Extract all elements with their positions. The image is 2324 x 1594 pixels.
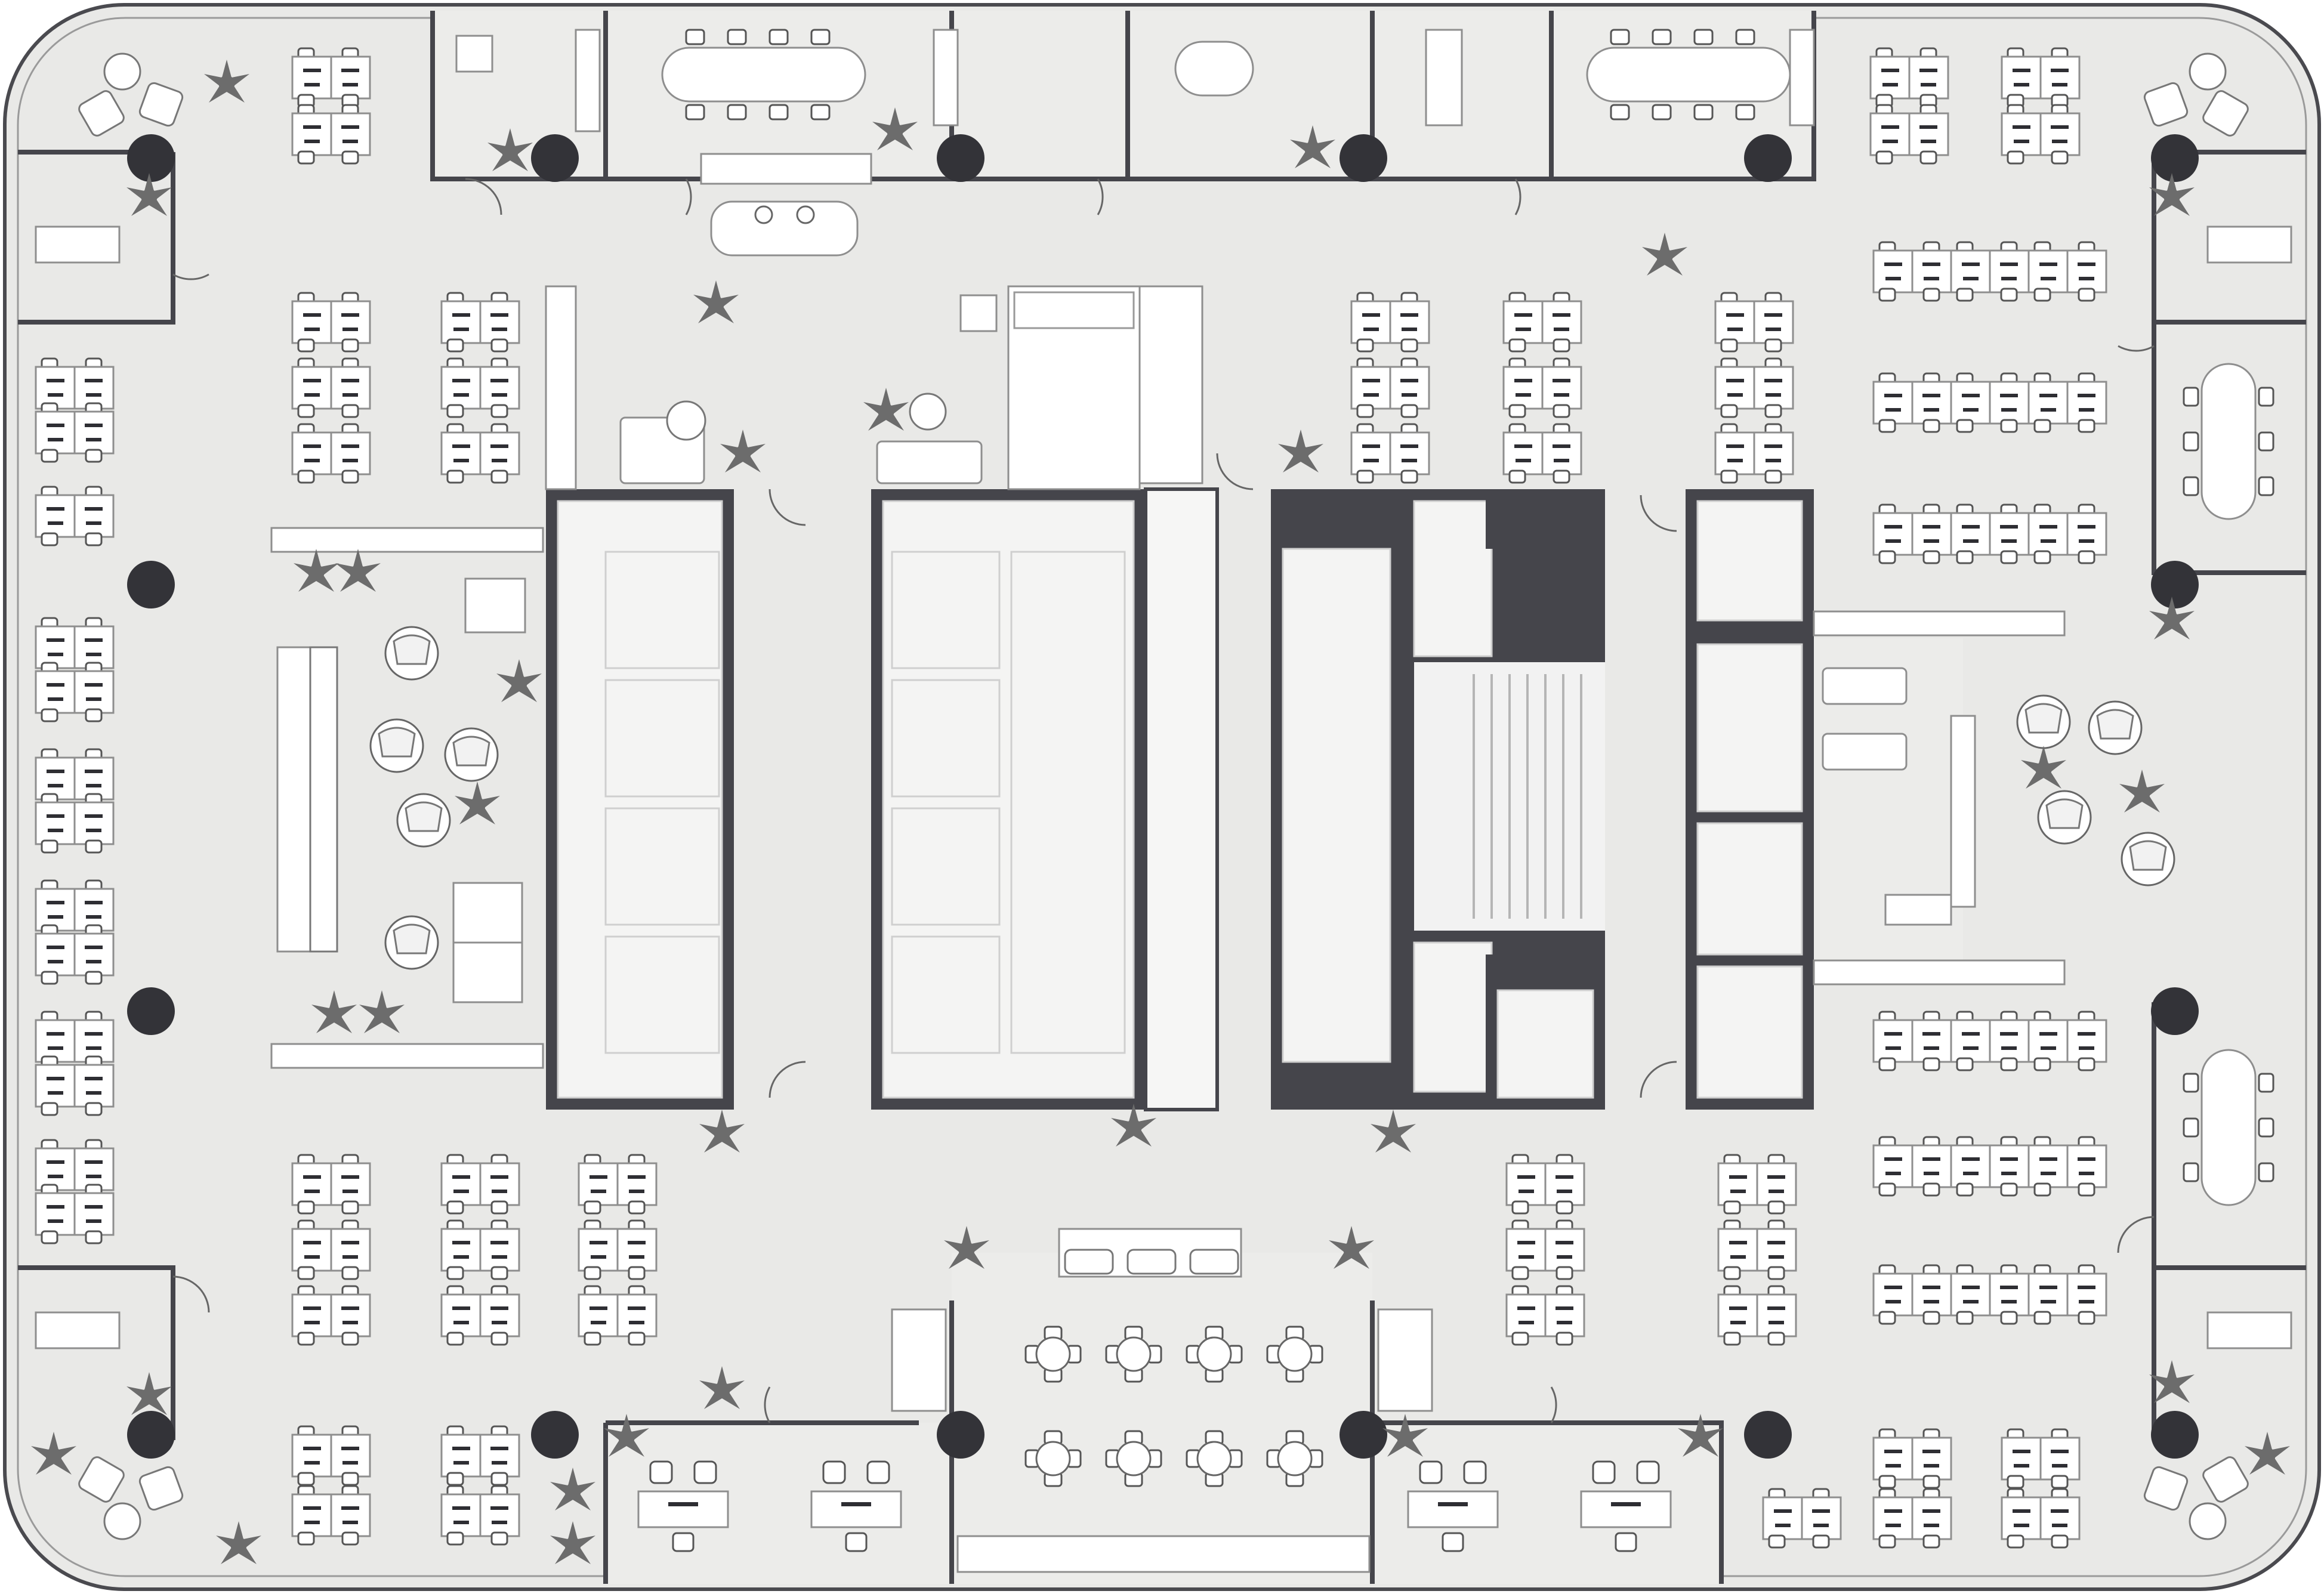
stairs <box>1473 674 1582 919</box>
bottom-rooms <box>603 1420 1724 1584</box>
doors <box>172 178 2155 1423</box>
gym-area <box>1813 610 2066 986</box>
corner-seating <box>78 52 2249 1540</box>
upper-core-rooms <box>545 285 1203 490</box>
columns <box>127 134 2199 1459</box>
lounge-area <box>270 527 2175 1069</box>
cafeteria <box>891 1228 1433 1584</box>
building-core <box>546 487 1814 1111</box>
